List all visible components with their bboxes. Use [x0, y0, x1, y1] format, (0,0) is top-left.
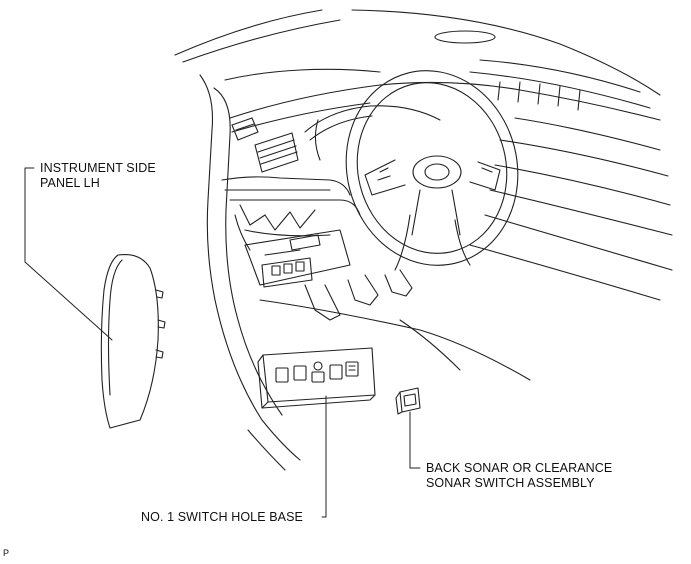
- center-air-vent: [254, 132, 299, 173]
- steering-wheel: [345, 70, 519, 266]
- leader-lines: [24, 167, 421, 518]
- leader-switch-base: [321, 395, 327, 518]
- left-air-vent: [231, 117, 259, 141]
- label-instrument-side-panel: INSTRUMENT SIDE PANEL LH: [40, 161, 156, 191]
- switch-hole-base: [257, 347, 376, 409]
- label-sonar-line2: SONAR SWITCH ASSEMBLY: [426, 476, 595, 490]
- instrument-side-panel-lh: [100, 253, 166, 429]
- windshield-outline: [174, 9, 661, 96]
- a-pillar: [199, 68, 381, 471]
- pedals: [304, 269, 413, 321]
- under-dash-panel: [244, 229, 351, 286]
- lower-switch-cluster: [261, 257, 313, 288]
- lower-dash-wiring: [221, 176, 361, 251]
- label-panel-line1: INSTRUMENT SIDE: [40, 161, 156, 175]
- leader-side-panel: [24, 167, 113, 341]
- steering-column: [394, 214, 471, 271]
- leader-sonar-switch: [409, 411, 421, 469]
- label-switch-hole-base: NO. 1 SWITCH HOLE BASE: [141, 510, 303, 525]
- label-panel-line2: PANEL LH: [40, 176, 100, 190]
- instrument-cluster-hood: [304, 105, 441, 161]
- sonar-switch-assembly: [395, 387, 421, 415]
- label-sonar-line1: BACK SONAR OR CLEARANCE: [426, 461, 613, 475]
- label-sonar-switch: BACK SONAR OR CLEARANCE SONAR SWITCH ASS…: [426, 461, 612, 491]
- dashboard-body: [229, 59, 673, 301]
- label-base-text: NO. 1 SWITCH HOLE BASE: [141, 510, 303, 524]
- floor-carpet: [259, 299, 531, 381]
- figure-code: P: [3, 548, 10, 558]
